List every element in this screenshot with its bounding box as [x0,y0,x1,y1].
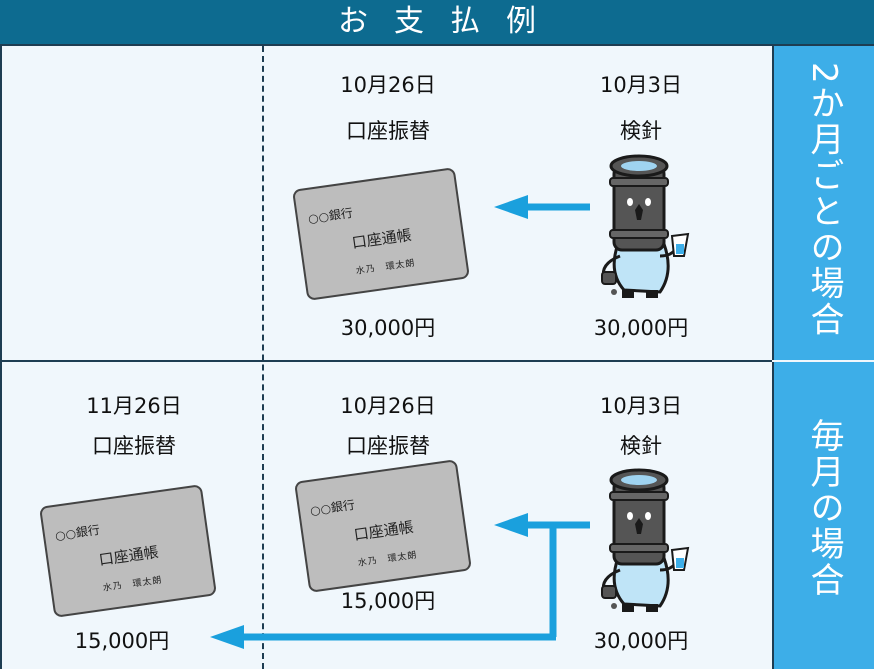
reading-amount: 30,000円 [593,629,689,653]
payment-method: 口座振替 [92,434,176,458]
reading-date: 10月3日 [599,394,683,418]
reading-amount: 30,000円 [593,316,689,340]
payment-amount: 15,000円 [74,629,170,653]
row-divider [0,360,772,362]
page-title: お支払例 [338,4,562,39]
reading-date: 10月3日 [599,73,683,97]
arrow-left-icon [210,525,557,649]
water-meter-mascot-icon [600,468,690,614]
payment-date: 11月26日 [86,394,182,418]
payment-date: 10月26日 [340,394,436,418]
header-bar: お支払例 [0,0,874,46]
payment-date: 10月26日 [340,73,436,97]
arrow-left-icon [494,195,590,219]
reading-label: 検針 [620,119,662,143]
column-divider-dashed [262,46,264,669]
reading-label: 検針 [620,434,662,458]
payment-amount: 30,000円 [340,316,436,340]
side-label-bimonthly: 2か月ごとの場合 [772,46,874,360]
water-meter-mascot-icon [600,154,690,300]
payment-method: 口座振替 [346,434,430,458]
side-label-monthly: 毎月の場合 [772,362,874,669]
arrow-left-icon [494,513,590,537]
payment-amount: 15,000円 [340,589,436,613]
payment-method: 口座振替 [346,119,430,143]
left-border [0,46,2,669]
